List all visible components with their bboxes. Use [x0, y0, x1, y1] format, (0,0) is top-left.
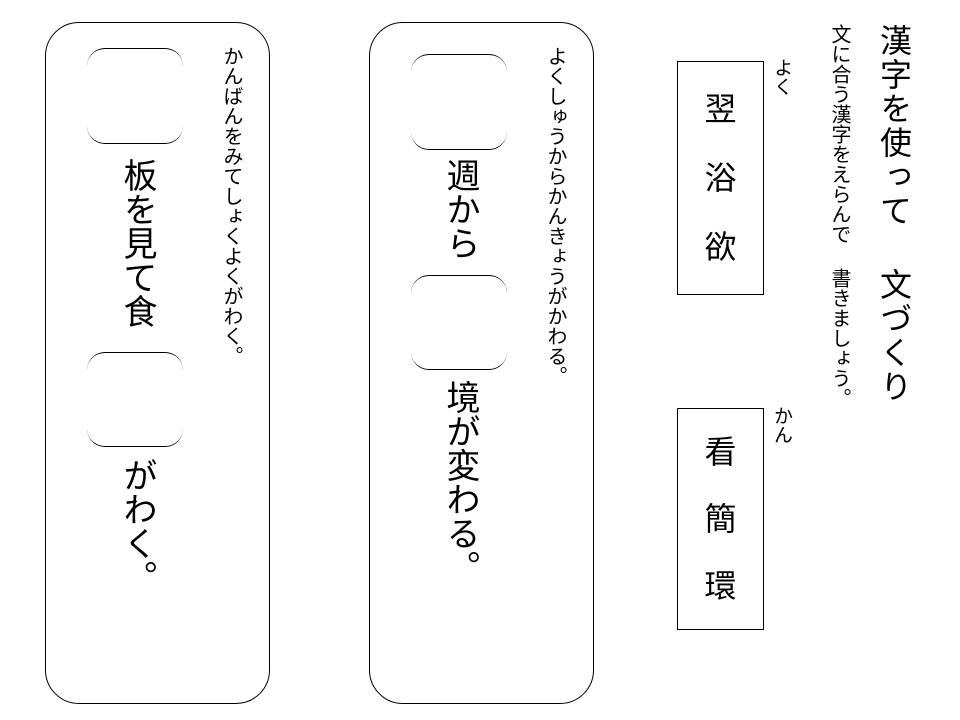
sentence-text-1b: がわく。 [117, 458, 157, 594]
kanji-choice-box-yoku: 翌 浴 欲 [677, 61, 764, 295]
answer-blank-kan[interactable] [87, 48, 183, 144]
kanji-choice-box-kan: 看 簡 環 [677, 408, 764, 630]
sentence-card-1 [45, 22, 270, 704]
kanji-choice: 欲 [704, 228, 737, 267]
kanji-choice: 簡 [704, 499, 737, 538]
choice-reading-kan: かん [771, 406, 793, 444]
sentence-reading-2: よくしゅうからかんきょうがかわる。 [544, 46, 568, 386]
kanji-choice: 環 [704, 566, 737, 605]
kanji-choice: 翌 [704, 89, 737, 128]
sentence-text-2b: 境が変わる。 [440, 380, 480, 584]
choice-reading-yoku: よく [771, 58, 793, 96]
worksheet-title: 漢字を使って 文づくり [875, 24, 913, 404]
sentence-reading-1: かんばんをみてしょくよくがわく。 [220, 46, 244, 366]
sentence-text-1a: 板を見て食 [117, 158, 157, 328]
answer-blank-yoku[interactable] [411, 54, 507, 150]
sentence-card-2 [369, 22, 594, 704]
worksheet-instruction: 文に合う漢字をえらんで 書きましょう。 [828, 24, 852, 408]
kanji-choice: 看 [704, 433, 737, 472]
kanji-choice: 浴 [704, 158, 737, 197]
answer-blank-kan[interactable] [411, 275, 507, 370]
sentence-text-2a: 週から [440, 158, 480, 260]
answer-blank-yoku[interactable] [87, 352, 183, 447]
